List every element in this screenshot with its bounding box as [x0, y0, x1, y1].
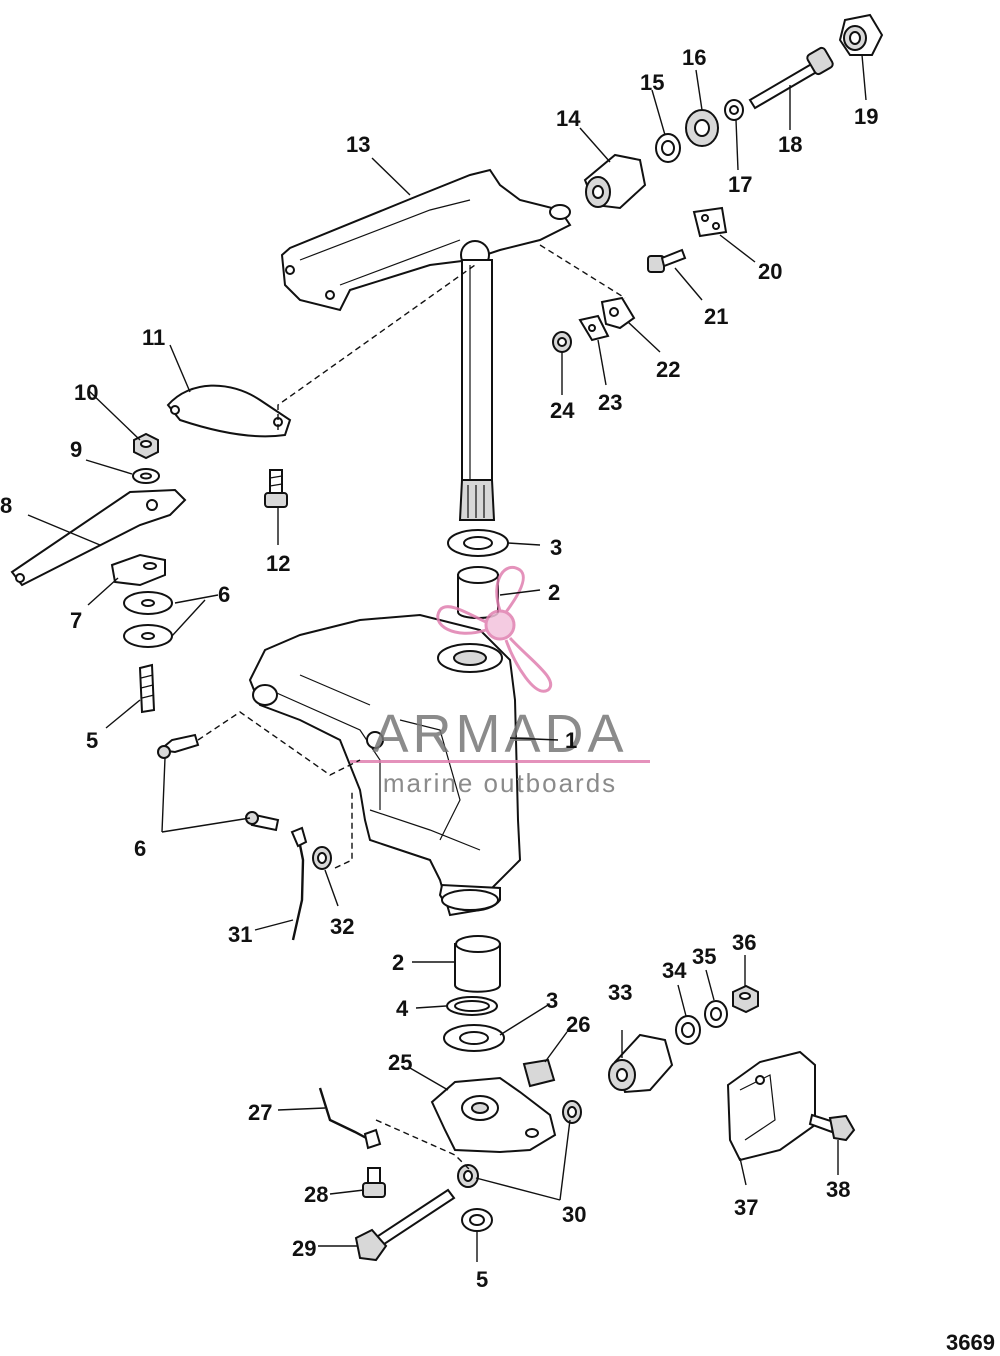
- callout-5-number: 5: [476, 1267, 488, 1292]
- callout-14: 12: [266, 551, 290, 576]
- callout-25: 23: [598, 390, 622, 415]
- part-20-bolt[interactable]: [748, 46, 834, 110]
- callout-22: 20: [758, 259, 782, 284]
- callout-17: 15: [640, 70, 664, 95]
- part-15-steering-head[interactable]: [280, 168, 572, 521]
- callout-7: 5: [86, 728, 98, 753]
- callout-19: 17: [728, 172, 752, 197]
- part-19-washer[interactable]: [724, 99, 744, 121]
- callout-1: 1: [565, 728, 577, 753]
- part-2-bushing-bottom[interactable]: [454, 935, 501, 993]
- callout-39: 37: [734, 1195, 758, 1220]
- part-30-screw[interactable]: [362, 1167, 386, 1198]
- callout-12: 10: [74, 380, 98, 405]
- part-24-tab[interactable]: [600, 296, 636, 330]
- callout-28: 26: [566, 1012, 590, 1037]
- callout-36: 34: [662, 958, 687, 983]
- part-36-washer[interactable]: [675, 1015, 701, 1045]
- leader-lines: [27, 54, 867, 1262]
- callout-2-bottom: 2: [392, 950, 404, 975]
- watermark-tagline: marine outboards: [383, 768, 617, 798]
- callout-21: 19: [854, 104, 878, 129]
- part-29-wire[interactable]: [318, 1087, 382, 1150]
- callout-2-top: 2: [548, 580, 560, 605]
- part-8-washers[interactable]: [123, 591, 173, 648]
- part-10-arm[interactable]: [10, 488, 187, 587]
- callout-16: 14: [556, 106, 581, 131]
- part-31-bolt[interactable]: [354, 1188, 456, 1262]
- part-14-screw[interactable]: [264, 469, 288, 508]
- callout-37: 35: [692, 944, 716, 969]
- callout-30: 28: [304, 1182, 328, 1207]
- part-1-swivel-bracket[interactable]: [248, 613, 522, 917]
- callout-18: 16: [682, 45, 706, 70]
- part-23-screw[interactable]: [647, 248, 687, 273]
- part-25-lockplate[interactable]: [578, 314, 610, 342]
- part-39-cover[interactable]: [726, 1050, 816, 1162]
- part-22-plate[interactable]: [692, 206, 728, 238]
- callout-20: 18: [778, 132, 802, 157]
- part-16-mount[interactable]: [583, 153, 647, 210]
- part-5-lockwasher[interactable]: [461, 1208, 493, 1232]
- part-4-ring[interactable]: [446, 996, 498, 1016]
- callout-labels: 13 14 15 16 17 18 19 20 21 22 23 24 11 1…: [0, 45, 878, 1292]
- callout-4: 4: [396, 996, 409, 1021]
- callout-27: 25: [388, 1050, 412, 1075]
- part-18-nut[interactable]: [685, 109, 719, 147]
- callout-32: 30: [562, 1202, 586, 1227]
- callout-26: 24: [550, 398, 575, 423]
- part-33-ground-wire[interactable]: [290, 826, 308, 941]
- callout-40: 38: [826, 1177, 850, 1202]
- callout-24: 22: [656, 357, 680, 382]
- part-13-arc-plate[interactable]: [166, 384, 292, 438]
- callout-10: 8: [0, 493, 12, 518]
- callout-33: 31: [228, 922, 252, 947]
- callout-3-top: 3: [550, 535, 562, 560]
- callout-31: 29: [292, 1236, 316, 1261]
- part-9-plate[interactable]: [110, 553, 166, 587]
- callout-8: 6: [218, 582, 230, 607]
- callout-15: 13: [346, 132, 370, 157]
- part-3-washer-top[interactable]: [447, 529, 509, 557]
- callout-38: 36: [732, 930, 756, 955]
- part-3-washer-bottom[interactable]: [443, 1024, 505, 1052]
- part-35-mount[interactable]: [608, 1033, 674, 1094]
- callout-6-number: 6: [134, 836, 146, 861]
- callout-13: 11: [142, 325, 165, 350]
- propeller-logo-icon: [436, 566, 553, 693]
- part-6-grease-fitting[interactable]: [157, 733, 280, 832]
- part-38-nut[interactable]: [732, 984, 759, 1014]
- callout-29: 27: [248, 1100, 272, 1125]
- part-34-washer[interactable]: [312, 846, 332, 870]
- part-32-washers[interactable]: [457, 1100, 582, 1188]
- part-7-pin[interactable]: [138, 663, 156, 714]
- part-21-cap[interactable]: [838, 13, 884, 56]
- armada-watermark: ARMADA marine outboards: [350, 566, 650, 798]
- part-28-pad[interactable]: [522, 1058, 556, 1088]
- callout-9: 7: [70, 608, 82, 633]
- part-11-washer[interactable]: [132, 468, 160, 484]
- callout-3-bottom: 3: [546, 988, 558, 1013]
- part-40-screw[interactable]: [808, 1113, 856, 1142]
- callout-34: 32: [330, 914, 354, 939]
- callout-11: 9: [70, 437, 82, 462]
- part-26-nut[interactable]: [552, 331, 572, 353]
- part-27-lower-yoke[interactable]: [430, 1076, 557, 1154]
- callout-23: 21: [704, 304, 728, 329]
- part-37-washer[interactable]: [704, 1000, 728, 1028]
- watermark-brand: ARMADA: [372, 704, 627, 764]
- part-17-washer[interactable]: [655, 133, 681, 163]
- figure-number: 3669: [946, 1330, 995, 1355]
- callout-35: 33: [608, 980, 632, 1005]
